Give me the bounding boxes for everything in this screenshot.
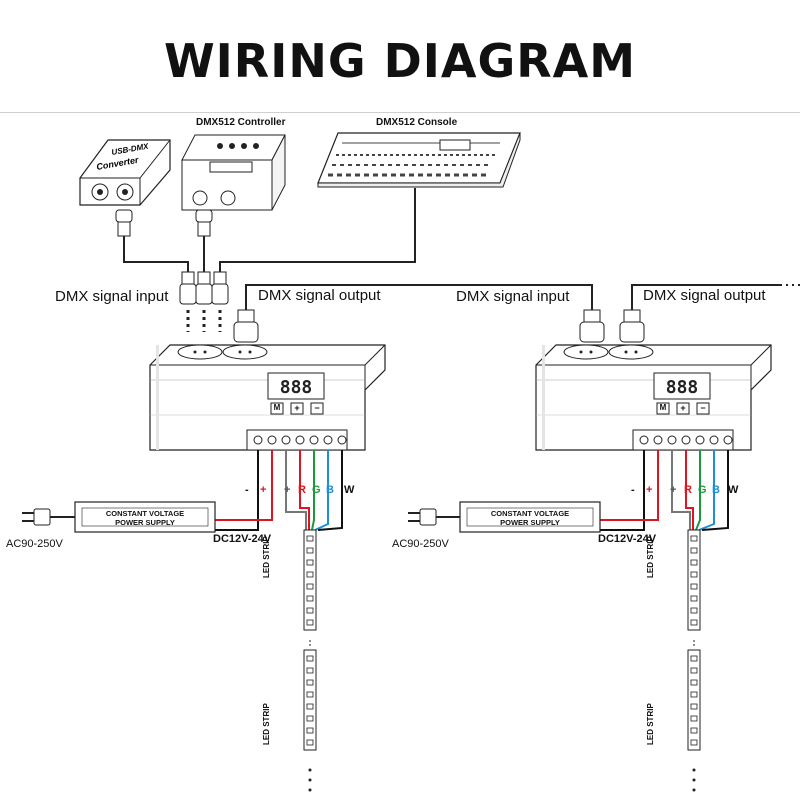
led-strip-label-right-1: LED STRIP (646, 536, 655, 578)
dmx-input-label-right: DMX signal input (456, 288, 570, 305)
terminal-g-right: G (698, 484, 707, 496)
input-plugs (179, 271, 229, 332)
dmx-output-cables (245, 284, 800, 310)
psu-right-text: CONSTANT VOLTAGE POWER SUPPLY (467, 509, 593, 527)
psu-left-line1: CONSTANT VOLTAGE (105, 509, 185, 518)
console-label: DMX512 Console (376, 117, 458, 128)
led-strip-label-left-2: LED STRIP (262, 703, 271, 745)
output-plugs (233, 309, 645, 343)
led-strip-label-right-2: LED STRIP (646, 703, 655, 745)
power-supply-left (22, 501, 216, 533)
controller-label: DMX512 Controller (196, 117, 286, 128)
button-plus-left: + (294, 403, 300, 413)
psu-left-dc: DC12V-24V (213, 533, 272, 545)
button-m-right: M (659, 403, 667, 412)
device-plugs (115, 209, 213, 237)
button-minus-right: − (700, 403, 706, 413)
terminal-r-right: R (684, 484, 692, 496)
psu-left-line2: POWER SUPPLY (115, 518, 175, 527)
terminal-plus-right: + (646, 484, 653, 496)
terminal-vplus-right: + (670, 484, 677, 496)
led-strip-label-left-1: LED STRIP (262, 536, 271, 578)
led-strip-right (687, 529, 701, 792)
dmx512-controller (181, 134, 286, 211)
terminal-b-right: B (712, 484, 720, 496)
dmx-decoder-right: 888 (535, 344, 772, 451)
button-minus-left: − (314, 403, 320, 413)
terminal-r-left: R (298, 484, 306, 496)
usb-dmx-converter (79, 139, 171, 206)
terminal-g-left: G (312, 484, 321, 496)
psu-right-dc: DC12V-24V (598, 533, 657, 545)
terminal-minus-left: - (245, 484, 249, 496)
output-wires-right (600, 450, 729, 531)
dmx512-console (317, 132, 521, 188)
dmx-input-cables (123, 188, 416, 272)
button-plus-right: + (680, 403, 686, 413)
button-m-left: M (273, 403, 281, 412)
svg-text:888: 888 (666, 377, 699, 398)
terminal-minus-right: - (631, 484, 635, 496)
title-divider (0, 112, 800, 113)
led-strip-left (303, 529, 317, 792)
dmx-output-label-left: DMX signal output (258, 287, 381, 304)
svg-text:888: 888 (280, 377, 313, 398)
psu-left-ac: AC90-250V (6, 538, 63, 550)
terminal-b-left: B (326, 484, 334, 496)
psu-right-ac: AC90-250V (392, 538, 449, 550)
dmx-output-label-right: DMX signal output (643, 287, 766, 304)
output-wires-left (215, 450, 343, 531)
terminal-vplus-left: + (284, 484, 291, 496)
terminal-w-right: W (728, 484, 739, 496)
terminal-screws (253, 435, 733, 445)
dmx-decoder-left: 888 (149, 344, 386, 451)
psu-right-line1: CONSTANT VOLTAGE (490, 509, 570, 518)
page-title: WIRING DIAGRAM (163, 34, 637, 88)
terminal-plus-left: + (260, 484, 267, 496)
dmx-input-label-left: DMX signal input (55, 288, 169, 305)
psu-right-line2: POWER SUPPLY (500, 518, 560, 527)
terminal-w-left: W (344, 484, 355, 496)
psu-left-text: CONSTANT VOLTAGE POWER SUPPLY (82, 509, 208, 527)
power-supply-right (408, 501, 601, 533)
